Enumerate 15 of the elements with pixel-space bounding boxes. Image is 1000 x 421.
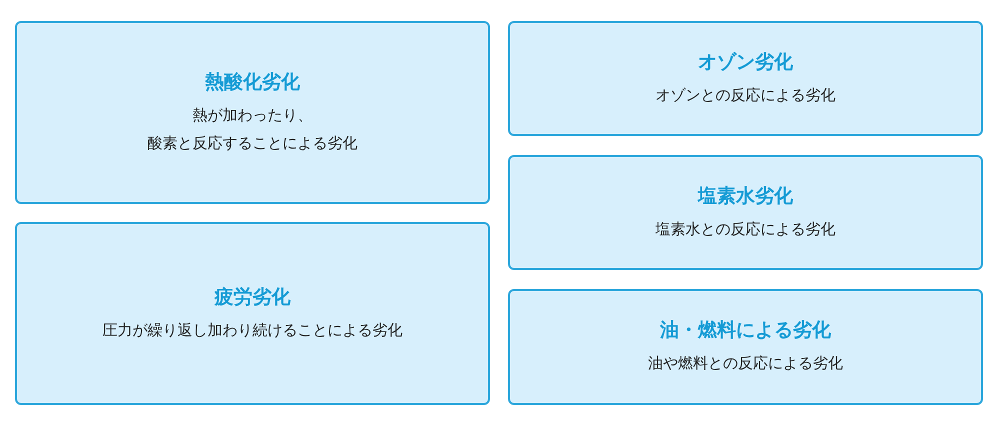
box-description: 熱が加わったり、酸素と反応することによる劣化: [146, 104, 358, 154]
box-title: 疲労劣化: [214, 284, 290, 310]
box-title: オゾン劣化: [698, 50, 793, 74]
category-box: [508, 155, 983, 270]
box-title: 塩素水劣化: [698, 184, 793, 208]
category-box: [508, 21, 983, 136]
category-box: [15, 21, 490, 204]
box-title: 熱酸化劣化: [205, 70, 300, 94]
category-box: [508, 289, 983, 405]
box-description: 圧力が繰り返し加わり続けることによる劣化: [102, 320, 402, 340]
category-box: [15, 222, 490, 405]
box-title: 油・燃料による劣化: [660, 318, 831, 343]
box-description: 塩素水との反応による劣化: [656, 218, 836, 240]
box-description: 油や燃料との反応による劣化: [648, 353, 843, 374]
box-description: オゾンとの反応による劣化: [656, 84, 836, 106]
